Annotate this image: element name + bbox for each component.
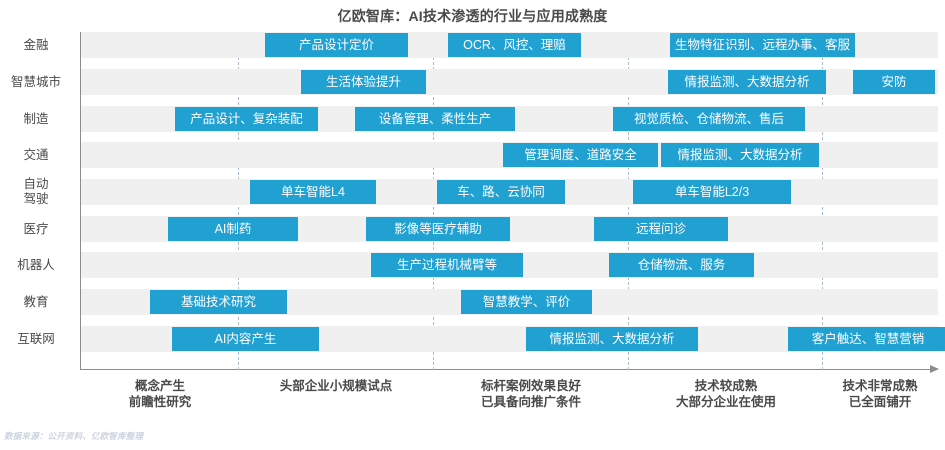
x-axis-stage-label-4: 技术较成熟大部分企业在使用 <box>636 378 816 410</box>
task-box[interactable]: AI内容产生 <box>172 327 319 351</box>
row-label-制造: 制造 <box>0 112 72 127</box>
task-box[interactable]: 远程问诊 <box>594 217 728 241</box>
task-box[interactable]: 设备管理、柔性生产 <box>355 107 515 131</box>
x-label-line: 大部分企业在使用 <box>675 395 776 409</box>
task-box[interactable]: 产品设计、复杂装配 <box>175 107 318 131</box>
task-box[interactable]: 基础技术研究 <box>150 290 287 314</box>
task-box[interactable]: 情报监测、大数据分析 <box>661 143 819 167</box>
x-axis-stage-label-5: 技术非常成熟已全面铺开 <box>790 378 945 410</box>
row-label-line: 医疗 <box>23 221 49 236</box>
x-label-line: 技术较成熟 <box>694 379 758 393</box>
x-label-line: 标杆案例效果良好 <box>480 379 581 393</box>
row-label-line: 交通 <box>23 147 49 162</box>
row-label-line: 金融 <box>23 37 49 52</box>
row-label-line: 教育 <box>23 294 49 309</box>
task-box[interactable]: OCR、风控、理赔 <box>448 33 581 57</box>
x-label-line: 技术非常成熟 <box>842 379 918 393</box>
task-box[interactable]: 智慧教学、评价 <box>461 290 592 314</box>
task-box[interactable]: 车、路、云协同 <box>437 180 565 204</box>
task-box[interactable]: 生活体验提升 <box>301 70 426 94</box>
source-note: 数据来源：公开资料、亿欧智库整理 <box>4 431 144 441</box>
task-box[interactable]: 影像等医疗辅助 <box>366 217 510 241</box>
task-box[interactable]: 单车智能L4 <box>250 180 376 204</box>
row-label-line: 互联网 <box>17 331 55 346</box>
row-label-line: 自动 <box>23 177 49 191</box>
task-box[interactable]: 产品设计定价 <box>265 33 408 57</box>
row-label-line: 智慧城市 <box>10 74 61 89</box>
x-label-line: 已具备向推广条件 <box>480 395 581 409</box>
task-box[interactable]: 生物特征识别、远程办事、客服 <box>670 33 855 57</box>
task-box[interactable]: 仓储物流、服务 <box>609 253 754 277</box>
x-axis-arrow-icon <box>930 365 939 373</box>
x-axis-line <box>80 369 932 370</box>
task-box[interactable]: 视觉质检、仓储物流、售后 <box>613 107 805 131</box>
task-box[interactable]: AI制药 <box>168 217 298 241</box>
x-axis-stage-label-1: 概念产生前瞻性研究 <box>70 378 250 410</box>
task-box[interactable]: 生产过程机械臂等 <box>371 253 523 277</box>
row-label-智慧城市: 智慧城市 <box>0 75 72 90</box>
task-box[interactable]: 管理调度、道路安全 <box>503 143 658 167</box>
row-label-line: 机器人 <box>17 257 55 272</box>
row-label-医疗: 医疗 <box>0 222 72 237</box>
x-label-line: 头部企业小规模试点 <box>279 379 393 393</box>
task-box[interactable]: 单车智能L2/3 <box>633 180 791 204</box>
chart-title: 亿欧智库：AI技术渗透的行业与应用成熟度 <box>337 8 608 24</box>
y-axis-line <box>80 32 81 370</box>
row-label-机器人: 机器人 <box>0 258 72 273</box>
row-label-line: 制造 <box>23 111 49 126</box>
x-label-line: 前瞻性研究 <box>128 395 192 409</box>
task-box[interactable]: 情报监测、大数据分析 <box>668 70 826 94</box>
task-box[interactable]: 客户触达、智慧营销 <box>788 327 945 351</box>
row-label-互联网: 互联网 <box>0 332 72 347</box>
row-label-教育: 教育 <box>0 295 72 310</box>
x-axis-stage-label-2: 头部企业小规模试点 <box>246 378 426 394</box>
x-label-line: 已全面铺开 <box>848 395 912 409</box>
x-axis-stage-label-3: 标杆案例效果良好已具备向推广条件 <box>441 378 621 410</box>
row-label-交通: 交通 <box>0 148 72 163</box>
row-label-金融: 金融 <box>0 38 72 53</box>
row-label-自动驾驶: 自动驾驶 <box>0 177 72 207</box>
x-label-line: 概念产生 <box>134 379 185 393</box>
row-label-line: 驾驶 <box>23 192 49 206</box>
task-box[interactable]: 情报监测、大数据分析 <box>526 327 698 351</box>
task-box[interactable]: 安防 <box>853 70 935 94</box>
